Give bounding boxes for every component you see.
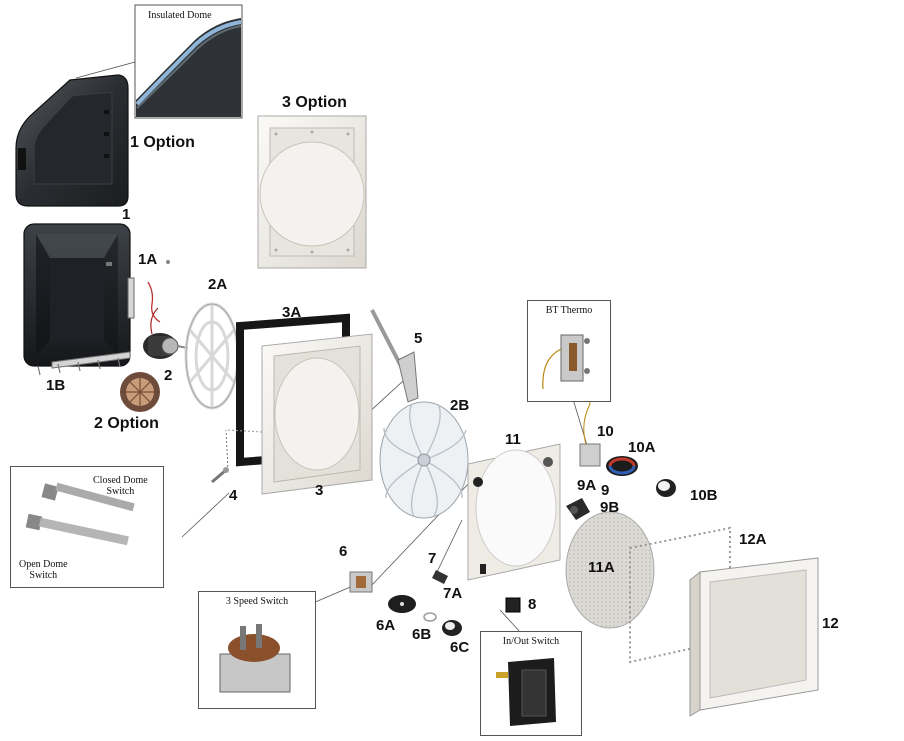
label-2-option: 2 Option [94, 415, 159, 432]
label-10: 10 [597, 423, 614, 440]
part-10b-knob [656, 479, 676, 497]
open-dome-switch-caption: Open Dome Switch [19, 559, 68, 581]
label-2: 2 [164, 367, 173, 384]
label-2b: 2B [450, 397, 470, 414]
label-1-option: 1 Option [130, 134, 195, 151]
label-6c: 6C [450, 639, 470, 656]
part-3-frame [227, 333, 373, 495]
label-9a: 9A [577, 477, 597, 494]
part-10a-dial [606, 456, 638, 476]
speed-switch-caption: 3 Speed Switch [225, 596, 289, 607]
label-11: 11 [505, 431, 521, 448]
label-3: 3 [315, 482, 324, 499]
in-out-switch-inset: In/Out Switch [480, 631, 582, 736]
part-2-option-motor [120, 372, 160, 412]
part-8-switch [505, 597, 521, 613]
in-out-switch-caption: In/Out Switch [502, 636, 560, 647]
label-7: 7 [428, 550, 437, 567]
dome-switch-inset: Closed Dome Switch Open Dome Switch [10, 466, 164, 588]
label-12a: 12A [739, 531, 767, 548]
label-3-option: 3 Option [282, 94, 347, 111]
insulated-dome-caption: Insulated Dome [148, 10, 212, 21]
closed-dome-switch-caption: Closed Dome Switch [93, 475, 148, 497]
label-5: 5 [414, 330, 423, 347]
part-5-arm [370, 309, 419, 403]
label-7a: 7A [443, 585, 463, 602]
part-9-knob [566, 498, 590, 520]
dome-1 [23, 223, 131, 367]
label-8: 8 [528, 596, 537, 613]
part-6c-knob [442, 620, 462, 636]
part-2-motor [143, 307, 189, 359]
speed-switch-image [219, 624, 291, 693]
bt-thermo-caption: BT Thermo [545, 305, 593, 316]
label-11a: 11A [588, 559, 615, 576]
label-1a: 1A [138, 251, 158, 268]
part-3-option-frame [257, 115, 367, 269]
label-9: 9 [601, 482, 610, 499]
part-6a-plate [388, 595, 416, 613]
part-1a-bracket [127, 260, 170, 323]
part-4-pin [211, 467, 229, 484]
part-6b-ring [423, 612, 437, 622]
label-12: 12 [822, 615, 839, 632]
label-1b: 1B [46, 377, 66, 394]
part-11a-screen [565, 511, 655, 629]
label-10b: 10B [690, 487, 718, 504]
label-10a: 10A [628, 439, 656, 456]
part-12-interior-frame [689, 557, 819, 717]
dome-option-1 [15, 74, 129, 207]
bt-thermo-image [542, 334, 590, 390]
label-4: 4 [229, 487, 238, 504]
label-6: 6 [339, 543, 348, 560]
part-2b-fan-blade [379, 401, 469, 519]
label-3a: 3A [282, 304, 302, 321]
part-7-knob [432, 570, 448, 584]
label-6b: 6B [412, 626, 432, 643]
label-1: 1 [122, 206, 131, 223]
bt-thermo-inset: BT Thermo [527, 300, 611, 402]
label-2a: 2A [208, 276, 228, 293]
label-9b: 9B [600, 499, 620, 516]
dome-switch-image [25, 482, 135, 546]
part-1b-strip [37, 351, 131, 376]
speed-switch-inset: 3 Speed Switch [198, 591, 316, 709]
insulated-dome-inset [134, 4, 243, 119]
part-11-housing [467, 443, 561, 581]
part-6-switch [349, 571, 373, 593]
label-6a: 6A [376, 617, 396, 634]
in-out-switch-image [496, 658, 556, 726]
